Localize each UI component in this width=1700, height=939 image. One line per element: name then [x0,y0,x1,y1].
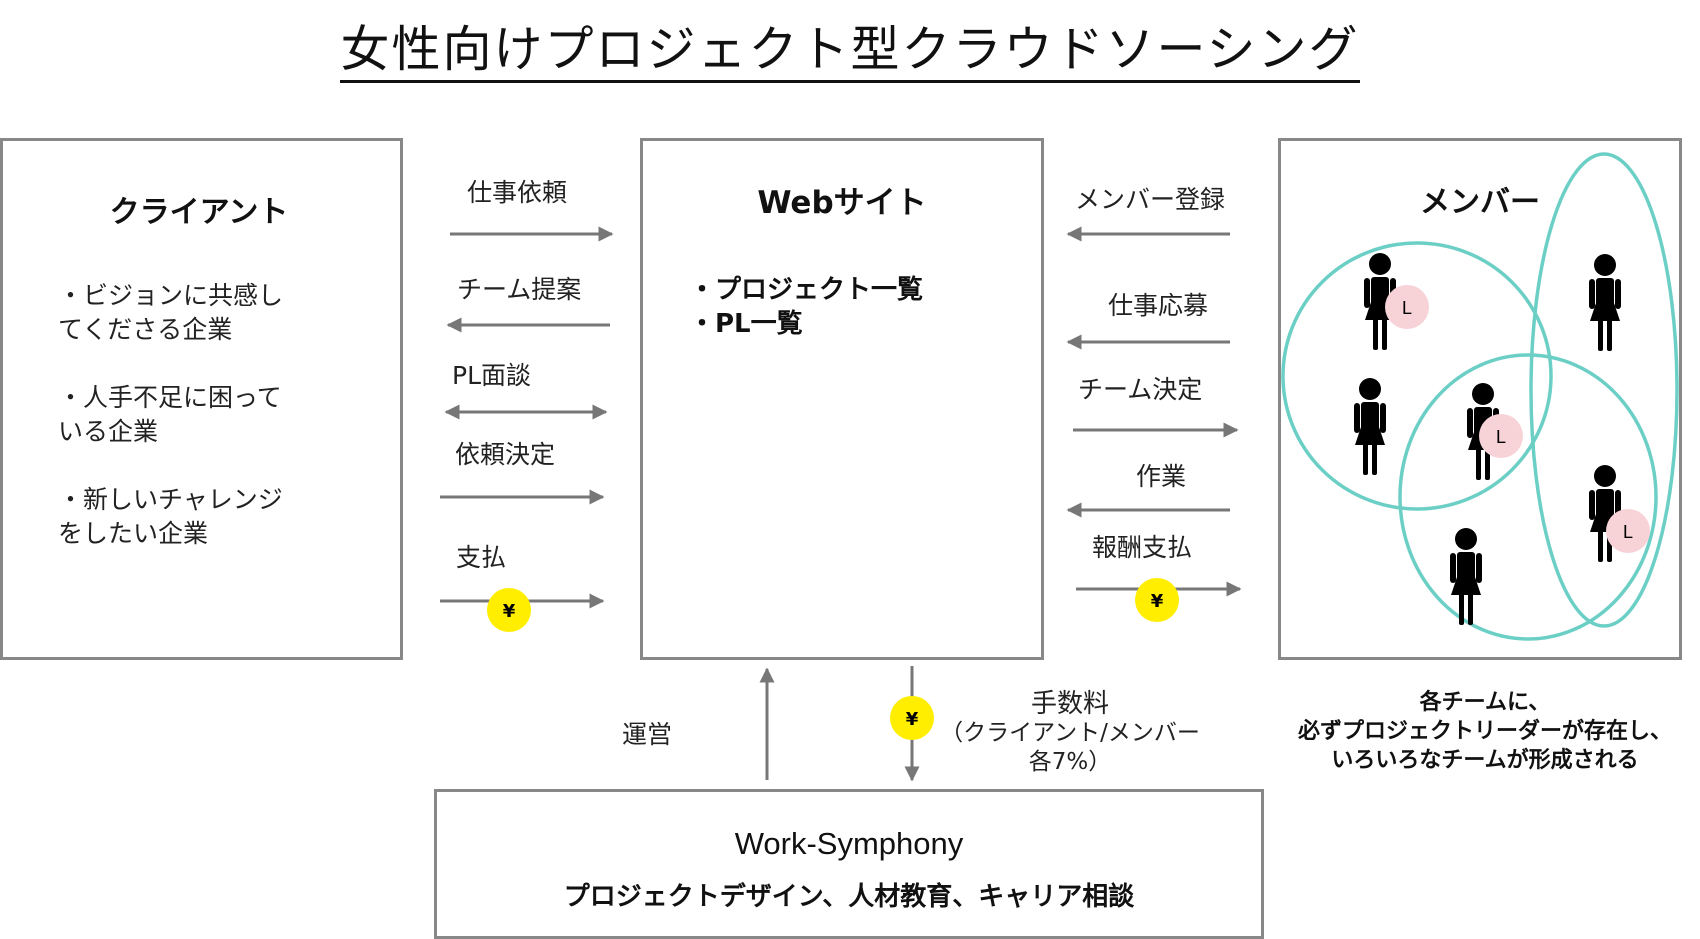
page-title-text: 女性向けプロジェクト型クラウドソーシング [340,21,1360,83]
flow-label-operate: 運営 [622,720,673,749]
client-item-1-line-2: てくださる企業 [58,315,233,344]
flow-label-member-registration: メンバー登録 [1075,185,1226,214]
person-icon [1354,378,1386,475]
client-item-3: ・新しいチャレンジ をしたい企業 [58,483,283,551]
team-note: 各チームに、 必ずプロジェクトリーダーが存在し、 いろいろなチームが形成される [1280,688,1690,775]
flow-label-job-request: 仕事依頼 [467,178,568,207]
client-item-3-line-1: ・新しいチャレンジ [58,485,283,514]
leader-badge-text: L [1623,522,1633,542]
yen-coin-payment: ¥ [487,588,531,632]
client-title: クライアント [109,195,289,230]
website-list: ・プロジェクト一覧 ・PL一覧 [689,273,923,341]
team-circle-bottom [1398,353,1658,641]
person-icon [1589,254,1621,351]
flow-label-work: 作業 [1136,462,1187,491]
flow-label-job-application: 仕事応募 [1108,291,1209,320]
flow-label-reward-payment: 報酬支払 [1092,533,1193,562]
client-item-3-line-2: をしたい企業 [58,519,209,548]
client-item-2: ・人手不足に困って いる企業 [58,381,282,449]
yen-symbol-fee: ¥ [906,709,919,730]
website-box: Webサイト ・プロジェクト一覧 ・PL一覧 [640,138,1044,660]
leader-badge-text: L [1402,298,1412,318]
team-circle-left [1281,241,1553,511]
flow-label-request-decision: 依頼決定 [455,440,556,469]
person-icon [1450,528,1482,625]
company-name: Work-Symphony [734,826,964,861]
yen-coin-reward: ¥ [1135,578,1179,622]
leader-badge: L [1606,509,1650,553]
leader-badge: L [1479,414,1523,458]
client-item-2-line-2: いる企業 [58,417,159,446]
yen-symbol-payment: ¥ [503,601,516,622]
flow-label-payment: 支払 [456,543,507,572]
flow-label-pl-interview: PL面談 [452,361,532,390]
page-title: 女性向けプロジェクト型クラウドソーシング [0,10,1700,83]
yen-coin-fee: ¥ [890,696,934,740]
leader-badge: L [1385,285,1429,329]
team-note-line-3: いろいろなチームが形成される [1331,748,1639,773]
client-item-2-line-1: ・人手不足に困って [58,383,282,412]
client-box: クライアント ・ビジョンに共感し てくださる企業 ・人手不足に困って いる企業 … [0,138,403,660]
client-item-1-line-1: ・ビジョンに共感し [58,281,284,310]
yen-symbol-reward: ¥ [1151,591,1164,612]
company-services: プロジェクトデザイン、人材教育、キャリア相談 [563,882,1135,912]
fee-label: 手数料 （クライアント/メンバー 各7%） [930,690,1210,777]
fee-label-line-2: （クライアント/メンバー [940,720,1200,746]
fee-label-line-1: 手数料 [1030,689,1109,719]
client-item-1: ・ビジョンに共感し てくださる企業 [58,279,283,347]
team-note-line-1: 各チームに、 [1419,690,1551,715]
flow-label-team-decision: チーム決定 [1078,375,1203,404]
website-title: Webサイト [757,185,927,221]
website-item-projects: ・プロジェクト一覧 [689,275,924,305]
team-note-line-2: 必ずプロジェクトリーダーが存在し、 [1297,719,1672,744]
website-item-pl: ・PL一覧 [689,309,803,339]
team-circle-right [1529,152,1679,628]
company-box: Work-Symphony プロジェクトデザイン、人材教育、キャリア相談 [434,789,1264,939]
leader-badge-text: L [1496,427,1506,447]
member-title: メンバー [1420,185,1540,220]
flow-label-team-proposal: チーム提案 [457,275,582,304]
fee-label-line-3: 各7%） [1028,749,1112,775]
